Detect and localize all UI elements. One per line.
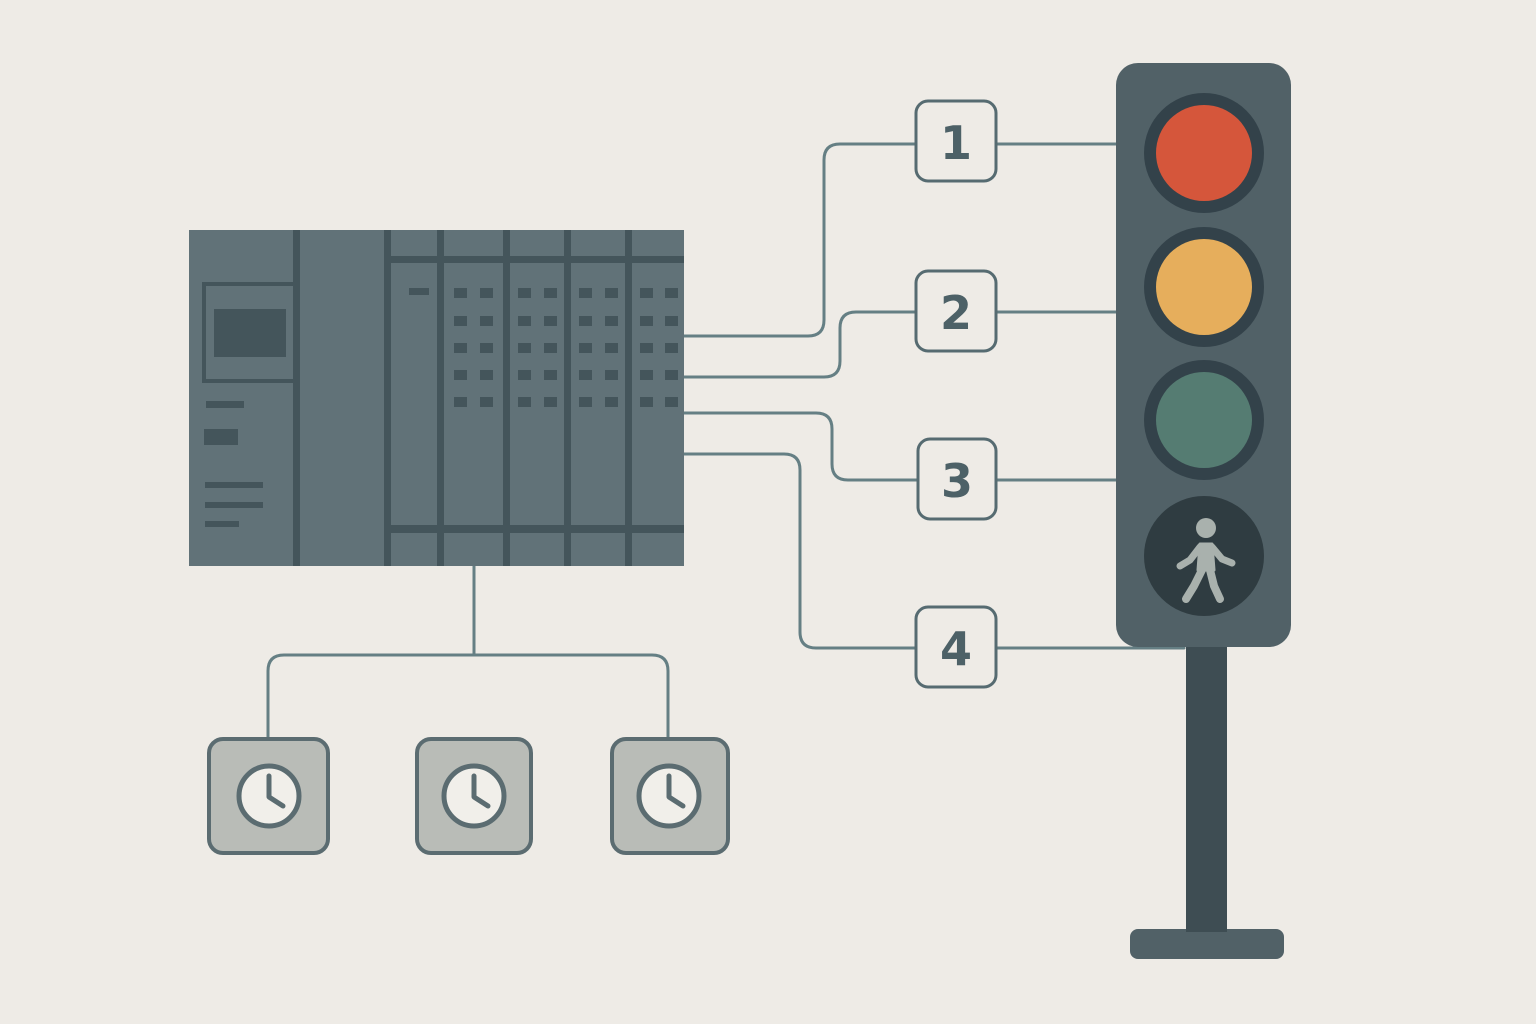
io-led bbox=[640, 343, 653, 353]
wire-output-2 bbox=[682, 310, 918, 379]
io-led bbox=[544, 343, 557, 353]
io-led bbox=[665, 397, 678, 407]
plc-text-line-3 bbox=[205, 521, 239, 527]
io-led bbox=[665, 343, 678, 353]
io-led bbox=[480, 370, 493, 380]
wire-output-3 bbox=[682, 411, 920, 482]
io-led bbox=[665, 288, 678, 298]
io-led bbox=[605, 343, 618, 353]
output-wires bbox=[682, 142, 1186, 650]
io-led bbox=[544, 397, 557, 407]
plc-display bbox=[214, 309, 286, 357]
plc-controller bbox=[189, 230, 684, 566]
io-led bbox=[518, 343, 531, 353]
io-led bbox=[605, 316, 618, 326]
io-led bbox=[454, 343, 467, 353]
output-label-1-text: 1 bbox=[940, 116, 972, 170]
green-lamp bbox=[1156, 372, 1252, 468]
io-led bbox=[518, 397, 531, 407]
io-led bbox=[579, 397, 592, 407]
plc-text-line-2 bbox=[205, 502, 263, 508]
signal-housing bbox=[1116, 63, 1291, 647]
output-label-4: 4 bbox=[914, 605, 998, 689]
io-led bbox=[480, 316, 493, 326]
io-led bbox=[665, 370, 678, 380]
timer-1 bbox=[207, 737, 330, 855]
timer-wires bbox=[266, 563, 670, 742]
red-lamp bbox=[1156, 105, 1252, 201]
io-led bbox=[454, 316, 467, 326]
io-led bbox=[480, 343, 493, 353]
amber-lamp bbox=[1156, 239, 1252, 335]
signal-pole bbox=[1186, 640, 1227, 932]
walking-person-icon bbox=[1176, 518, 1236, 603]
io-led bbox=[518, 370, 531, 380]
plc-module-dividers bbox=[293, 230, 684, 566]
wire-output-1 bbox=[682, 142, 918, 338]
io-led bbox=[579, 316, 592, 326]
io-led bbox=[544, 316, 557, 326]
output-label-2: 2 bbox=[914, 269, 998, 353]
output-label-2-text: 2 bbox=[940, 286, 972, 340]
output-label-1: 1 bbox=[914, 99, 998, 183]
plc-io-led-grid bbox=[454, 288, 678, 407]
traffic-signal bbox=[1116, 63, 1291, 959]
io-led bbox=[480, 397, 493, 407]
output-label-3-text: 3 bbox=[941, 454, 973, 508]
plc-text-line-1 bbox=[205, 482, 263, 488]
plc-indicator-block bbox=[204, 429, 238, 445]
io-led bbox=[454, 370, 467, 380]
io-led bbox=[640, 316, 653, 326]
io-led bbox=[579, 288, 592, 298]
io-led bbox=[640, 370, 653, 380]
timer-2 bbox=[415, 737, 533, 855]
io-led bbox=[640, 397, 653, 407]
io-led bbox=[605, 370, 618, 380]
io-led bbox=[454, 288, 467, 298]
io-led bbox=[544, 288, 557, 298]
plc-power-led bbox=[409, 288, 429, 295]
io-led bbox=[454, 397, 467, 407]
io-led bbox=[605, 288, 618, 298]
io-led bbox=[518, 316, 531, 326]
io-led bbox=[640, 288, 653, 298]
io-led bbox=[579, 370, 592, 380]
io-led bbox=[518, 288, 531, 298]
timer-modules bbox=[207, 737, 730, 855]
wire-output-4 bbox=[682, 452, 918, 650]
io-led bbox=[579, 343, 592, 353]
wire-timer-bus bbox=[266, 653, 670, 742]
io-led bbox=[544, 370, 557, 380]
io-led bbox=[665, 316, 678, 326]
output-labels: 1 2 3 4 bbox=[914, 99, 998, 689]
clock-icon bbox=[236, 763, 302, 829]
signal-base bbox=[1130, 929, 1284, 959]
output-label-4-text: 4 bbox=[940, 622, 972, 676]
plc-indicator-line bbox=[206, 401, 244, 408]
io-led bbox=[605, 397, 618, 407]
timer-3 bbox=[610, 737, 730, 855]
output-label-3: 3 bbox=[916, 437, 998, 521]
clock-icon bbox=[441, 763, 507, 829]
io-led bbox=[480, 288, 493, 298]
clock-icon bbox=[636, 763, 702, 829]
